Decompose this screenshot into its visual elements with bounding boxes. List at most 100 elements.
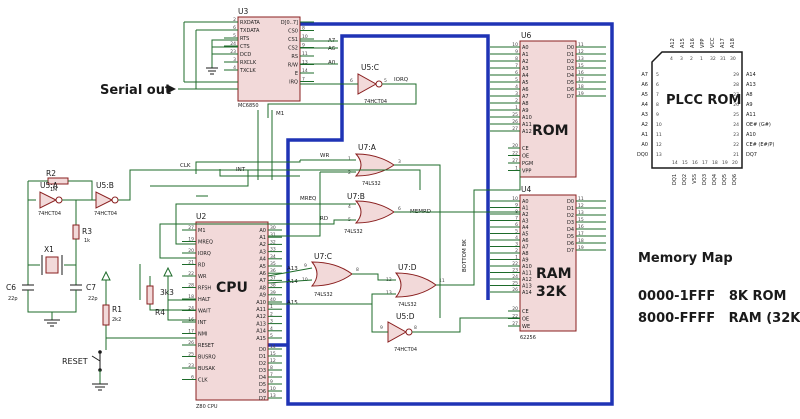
u5a-ref: U5:A	[40, 181, 59, 190]
u4-addr-pin-label: A7	[522, 244, 529, 250]
oscillator: R2 1M U5:A 74HCT04 U5:B 74HCT04 R3 1k X1…	[6, 169, 140, 327]
plcc-right-number: 23	[733, 132, 739, 138]
u6-data-pin-number: 13	[578, 56, 584, 62]
u3-pin-number: 7	[302, 77, 305, 83]
u2-addr-pin-label: A9	[259, 293, 266, 299]
u4-data-pin-label: D6	[567, 241, 574, 247]
plcc-left-number: 7	[656, 92, 659, 98]
plcc-pinout: PLCC ROM A124A153A162VPP1VCC32A1731A1830…	[637, 37, 774, 185]
u4-body	[519, 194, 577, 332]
memory-map-title: Memory Map	[638, 251, 733, 266]
u3-pin-label: RXDATA	[240, 20, 260, 26]
u6-data-pin-number: 18	[578, 84, 584, 90]
u7a-pin1: 1	[348, 156, 351, 162]
u4-addr-pin-label: A14	[522, 290, 532, 296]
u6-addr-pin-label: A1	[522, 52, 529, 58]
u2-data-pin-number: 12	[270, 358, 276, 364]
bottom-8k-net: BOTTOM 8K	[462, 239, 468, 272]
plcc-body	[651, 51, 743, 169]
m1-net: M1	[276, 111, 284, 117]
u2-addr-pin-label: A13	[256, 321, 266, 327]
u6-ctrl-pin-label: CE	[522, 146, 529, 152]
u2-data-pin-label: D6	[259, 389, 266, 395]
plcc-bottom-label: DQ3	[702, 174, 708, 185]
u4-addr-pin-label: A8	[522, 251, 529, 257]
u6-data-pin-number: 15	[578, 63, 584, 69]
u2-addr-pin-label: A15	[256, 336, 266, 342]
u7c-pin9: 9	[304, 263, 307, 269]
u7a-in-wr: WR	[320, 153, 329, 159]
u2-addr-pin-label: A8	[259, 285, 266, 291]
u3-pin-number: 5	[233, 33, 236, 39]
u3-rx-wires	[183, 21, 238, 83]
plcc-top-label: A16	[690, 38, 696, 48]
u3-pin-label: TXCLK	[239, 68, 256, 74]
u4-ctrl-pin-label: WE	[522, 324, 530, 330]
u6-body	[519, 40, 577, 178]
u4-ctrl-pin-label: OE	[522, 316, 529, 322]
u3-pin-label: RXCLK	[240, 60, 257, 66]
plcc-right-label: OE# (G#)	[746, 122, 771, 128]
u6-data-pin-label: D3	[567, 66, 574, 72]
u3-pin-number: 8	[302, 26, 305, 32]
u4-addr-pin-number: 26	[512, 287, 518, 293]
int-net: INT	[236, 167, 246, 173]
u2-addr-pin-number: 33	[270, 247, 276, 253]
u3-pin-number: 14	[302, 68, 308, 74]
u5d-ref: U5:D	[396, 312, 415, 321]
u5a-part: 74HCT04	[38, 211, 61, 217]
reset-switch[interactable]	[91, 352, 101, 370]
u6-addr-pin-label: A11	[522, 122, 532, 128]
u4-addr-pin-label: A0	[522, 199, 529, 205]
u5d-pin-in: 9	[380, 325, 383, 331]
glue-wiring: CLK INT M1	[140, 84, 521, 333]
u6-addr-pin-number: 26	[512, 119, 518, 125]
u5d-bubble	[405, 328, 413, 336]
u2-addr-pin-label: A4	[259, 257, 266, 263]
u3-body	[237, 16, 301, 102]
u2-addr-pin-number: 34	[270, 254, 276, 260]
plcc-top-label: VCC	[710, 37, 716, 48]
u4-addr-pin-label: A13	[522, 283, 532, 289]
u5d-pin-out: 8	[414, 325, 417, 331]
u4-addr-pin-number: 23	[512, 268, 518, 274]
u5c-pin-in: 6	[350, 78, 353, 84]
u2-ctrl-pin-number: 26	[188, 340, 194, 346]
u2-ctrl-pin-label: RD	[198, 262, 205, 268]
u6-data-pin-number: 19	[578, 91, 584, 97]
u2-data-pin-number: 10	[270, 386, 276, 392]
u3-pin-label: D[0..7]	[281, 20, 298, 26]
plcc-bottom-label: DQ5	[722, 174, 728, 185]
u2-addr-pin-number: 4	[270, 326, 273, 332]
u4-addr-pin-number: 6	[515, 222, 518, 228]
plcc-right-label: A11	[746, 112, 756, 118]
u3-ext-a0: A0	[328, 60, 336, 66]
u2-ctrl-pin-label: INT	[198, 320, 207, 326]
clk-wire	[140, 169, 421, 197]
x1-crystal	[45, 256, 59, 274]
plcc-left-number: 11	[656, 132, 662, 138]
u6-ctrl-pin-number: 27	[512, 158, 518, 164]
u4-data-pin-number: 17	[578, 231, 584, 237]
plcc-top-number: 32	[710, 56, 716, 62]
plcc-bottom-label: DQ4	[712, 174, 718, 185]
u4-addr-pin-number: 4	[515, 235, 518, 241]
u6-addr-pin-label: A9	[522, 108, 529, 114]
r1-body	[102, 304, 110, 326]
u7d-part: 74LS32	[398, 302, 417, 308]
c6-c7-plates	[22, 284, 82, 291]
u3-pin-label: TXDATA	[239, 28, 260, 34]
u4-ctrl-pin-number: 27	[512, 321, 518, 327]
r2-val: 1M	[50, 187, 58, 193]
u2-addr-pin-number: 36	[270, 268, 276, 274]
u2-addr-pin-number: 40	[270, 297, 276, 303]
u2-ctrl-pin-label: NMI	[198, 331, 208, 337]
plcc-left-label: A1	[641, 132, 648, 138]
u3-pin-label: E	[295, 71, 298, 77]
u3-pin-number: 13	[302, 60, 308, 66]
plcc-top-number: 31	[720, 56, 726, 62]
u5c-net: IORQ	[394, 77, 409, 83]
plcc-bottom-label: VSS	[692, 174, 698, 184]
plcc-top-number: 4	[670, 56, 673, 62]
u2-addr-pin-label: A6	[259, 271, 266, 277]
